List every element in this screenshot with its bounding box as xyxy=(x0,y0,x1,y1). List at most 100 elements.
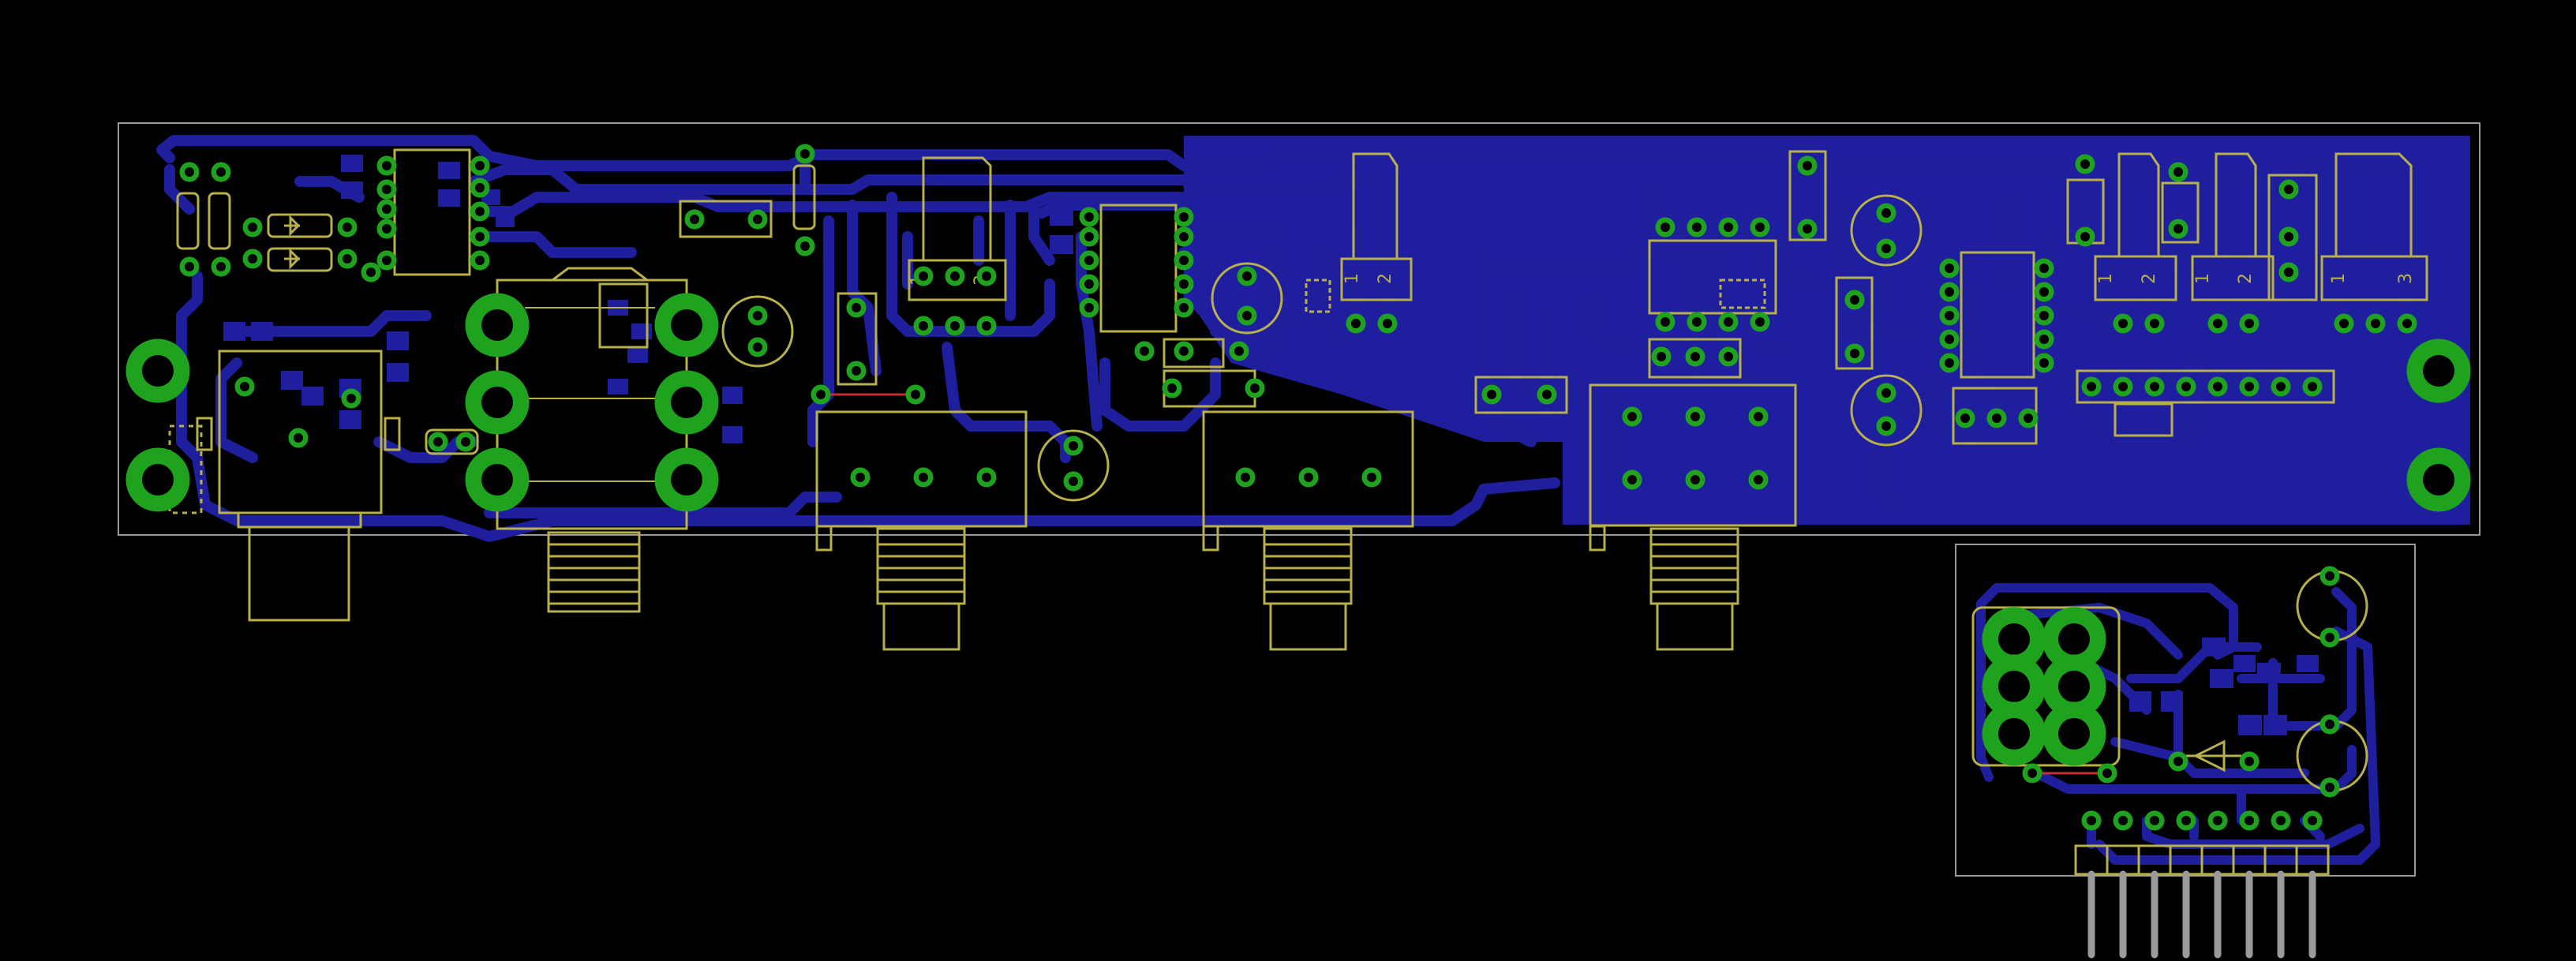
pad-hole xyxy=(1250,383,1260,393)
pad-hole xyxy=(382,161,391,170)
pad-hole xyxy=(1487,390,1496,399)
main-board: 1 3 1 2 1 2 1 2 1 3 xyxy=(118,122,2481,651)
pad-hole xyxy=(2058,671,2090,702)
pad-hole xyxy=(2024,413,2033,423)
pad-hole xyxy=(2213,816,2222,825)
pad-hole xyxy=(216,262,226,271)
pot4-pin2-label: 2 xyxy=(2236,273,2256,284)
pad-hole xyxy=(1179,256,1189,265)
pad-hole xyxy=(1084,232,1094,241)
pad-hole xyxy=(2276,816,2286,825)
pad-hole xyxy=(1754,475,1763,484)
pad-hole xyxy=(1881,208,1891,218)
header-pins xyxy=(2087,870,2316,959)
pad-hole xyxy=(2276,382,2286,391)
pad-hole xyxy=(982,271,991,281)
pad-hole xyxy=(1084,279,1094,289)
pad-hole xyxy=(2371,319,2380,328)
pad-hole xyxy=(1992,413,2001,423)
pad-hole xyxy=(2245,816,2254,825)
pad-hole xyxy=(2080,159,2090,169)
pad-hole xyxy=(1084,256,1094,265)
pad-hole xyxy=(2118,319,2128,328)
pad-hole xyxy=(1661,317,1670,327)
pad-hole xyxy=(433,437,443,447)
pad-hole xyxy=(1690,352,1700,361)
pad-hole xyxy=(1179,346,1189,356)
pad-hole xyxy=(481,464,513,495)
pad-hole xyxy=(2284,267,2293,277)
pad-hole xyxy=(294,433,303,443)
pad-hole xyxy=(816,390,826,399)
pad-hole xyxy=(982,321,991,331)
pad-hole xyxy=(2150,319,2159,328)
pad-hole xyxy=(852,303,861,312)
pad-hole xyxy=(671,387,702,418)
pad-hole xyxy=(671,309,702,341)
pad-hole xyxy=(346,394,356,403)
pad-hole xyxy=(1803,224,1812,234)
pad-hole xyxy=(1627,412,1637,421)
pad-hole xyxy=(1351,319,1361,328)
pot2-pin2-label: 2 xyxy=(1376,273,1395,284)
pad-hole xyxy=(382,224,391,234)
pad-hole xyxy=(475,232,485,241)
pad-hole xyxy=(1692,222,1702,232)
pad-hole xyxy=(1724,352,1733,361)
pad-hole xyxy=(1069,441,1078,451)
pad-hole xyxy=(2174,224,2183,234)
pad-hole xyxy=(2325,633,2334,642)
pad-hole xyxy=(1084,303,1094,312)
pad-hole xyxy=(1881,388,1891,398)
secondary-silk xyxy=(1971,570,2368,876)
secondary-smd xyxy=(2129,638,2319,735)
pad-hole xyxy=(2118,816,2128,825)
pad-hole xyxy=(2181,816,2191,825)
pad-hole xyxy=(2118,382,2128,391)
pad-hole xyxy=(1084,212,1094,222)
pad-hole xyxy=(1881,421,1891,431)
pad-hole xyxy=(1945,335,1954,344)
pad-hole xyxy=(382,204,391,214)
pad-hole xyxy=(475,256,485,265)
pad-hole xyxy=(852,366,861,376)
pad-hole xyxy=(2039,311,2049,320)
pad-hole xyxy=(216,167,226,177)
silkscreen xyxy=(168,148,2428,651)
pad-hole xyxy=(2102,768,2112,778)
pad-hole xyxy=(911,390,920,399)
pad-hole xyxy=(2027,768,2037,778)
pad-hole xyxy=(2058,718,2090,750)
pad-hole xyxy=(2039,358,2049,368)
pad-hole xyxy=(690,215,699,224)
pad-hole xyxy=(2213,382,2222,391)
pad-hole xyxy=(1179,279,1189,289)
pad-hole xyxy=(1690,412,1700,421)
pad-hole xyxy=(2423,464,2454,495)
pad-hole xyxy=(2181,382,2191,391)
pad-hole xyxy=(1179,232,1189,241)
pad-hole xyxy=(2174,757,2183,766)
pad-hole xyxy=(1304,473,1313,482)
pad-hole xyxy=(1945,358,1954,368)
secondary-board xyxy=(1955,544,2416,959)
pad-hole xyxy=(1803,161,1812,170)
pad-hole xyxy=(2245,319,2254,328)
pad-hole xyxy=(2080,232,2090,241)
pad-hole xyxy=(185,167,194,177)
pad-hole xyxy=(382,256,391,265)
pad-hole xyxy=(753,311,762,320)
pad-hole xyxy=(671,464,702,495)
pad-hole xyxy=(1383,319,1392,328)
pad-hole xyxy=(2174,167,2183,177)
pad-hole xyxy=(1179,212,1189,222)
pad-hole xyxy=(1657,352,1666,361)
pad-hole xyxy=(1069,477,1078,486)
pad-hole xyxy=(2325,571,2334,581)
pad-hole xyxy=(142,464,174,495)
pad-hole xyxy=(1724,317,1733,327)
pad-hole xyxy=(1234,346,1244,356)
pad-hole xyxy=(2284,185,2293,194)
pad-hole xyxy=(475,207,485,216)
pot4-pin1-label: 1 xyxy=(2193,273,2213,284)
